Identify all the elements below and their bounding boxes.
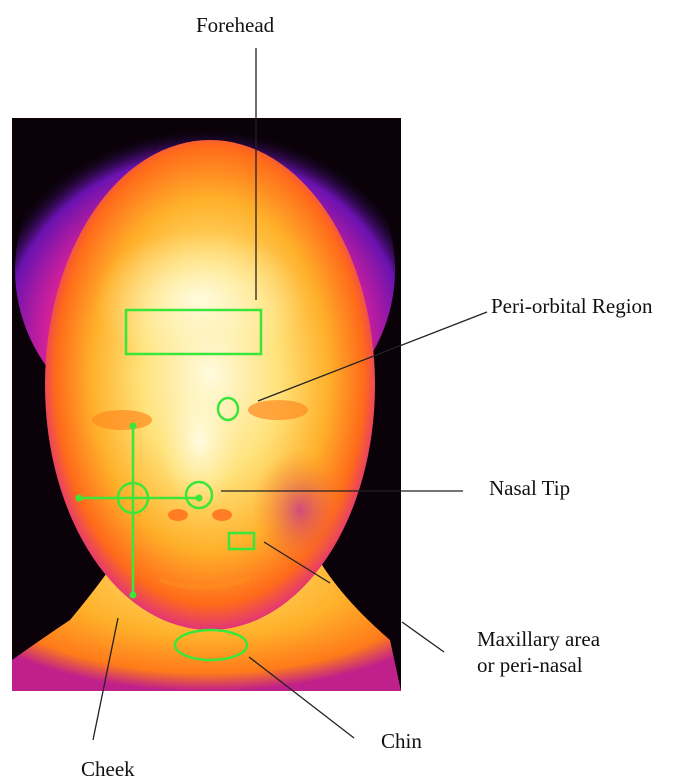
label-nasal-tip: Nasal Tip bbox=[489, 475, 570, 501]
label-cheek: Cheek bbox=[81, 756, 135, 782]
thermal-image bbox=[12, 95, 401, 691]
label-forehead: Forehead bbox=[196, 12, 274, 38]
label-chin: Chin bbox=[381, 728, 422, 754]
label-periorbital: Peri-orbital Region bbox=[491, 293, 653, 319]
label-maxillary-line2: or peri-nasal bbox=[477, 652, 583, 678]
label-maxillary-line1: Maxillary area bbox=[477, 626, 600, 652]
leader-maxillary-outer bbox=[402, 622, 444, 652]
